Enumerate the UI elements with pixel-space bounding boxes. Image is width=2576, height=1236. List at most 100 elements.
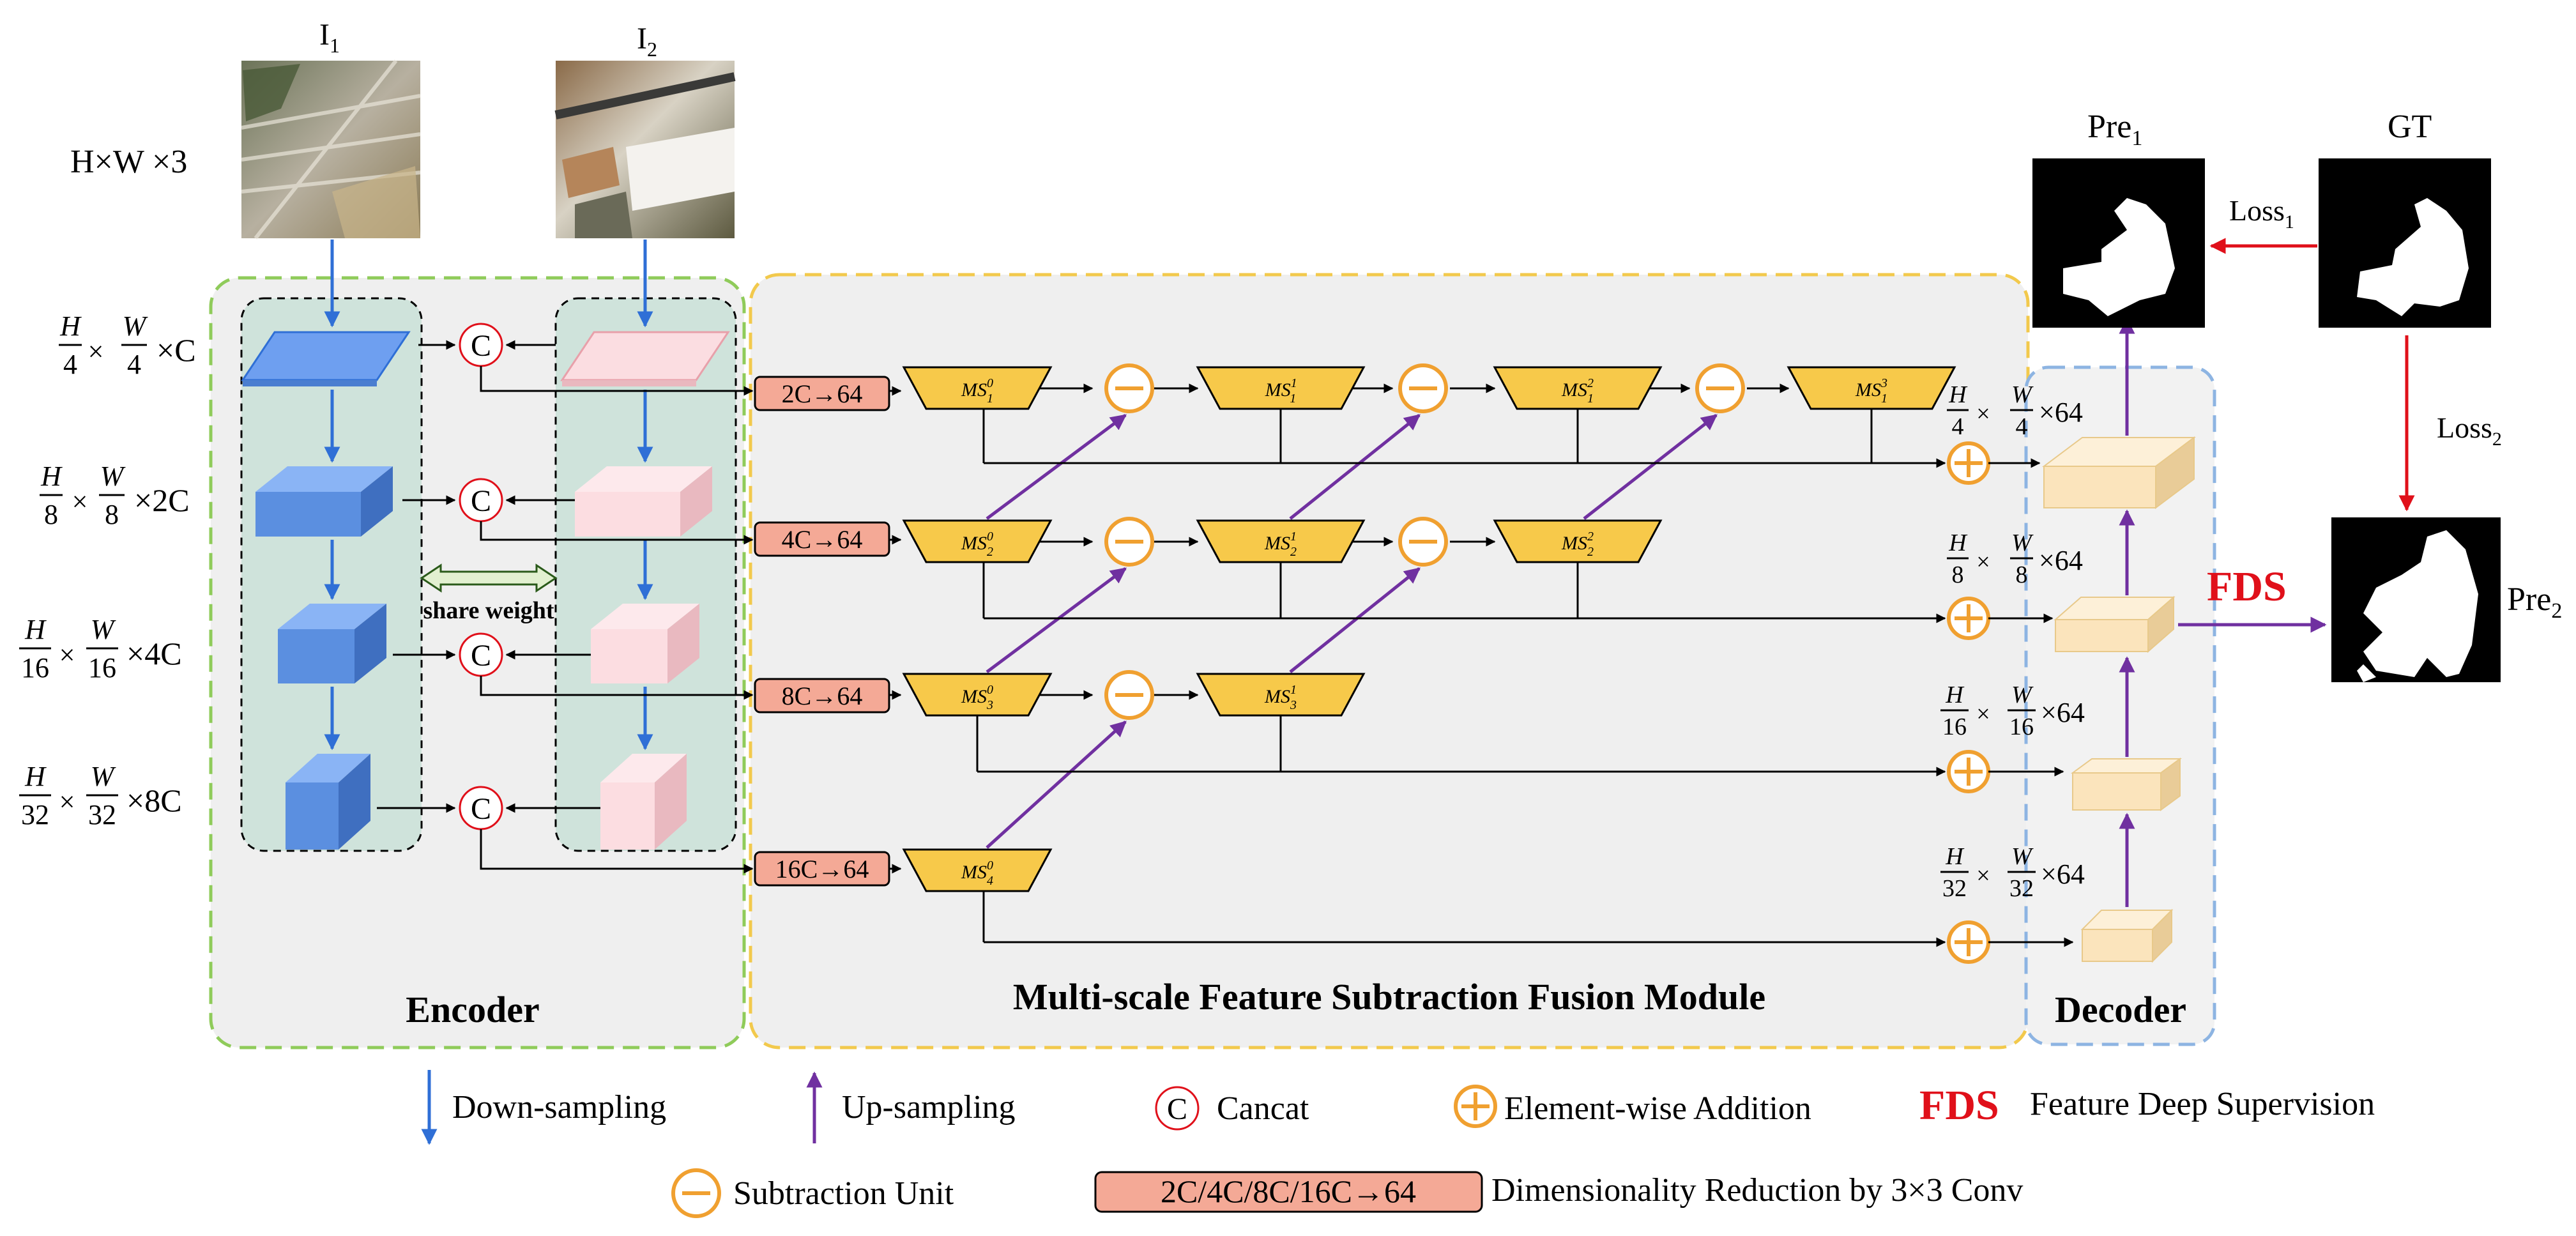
svg-text:32: 32 xyxy=(88,799,116,830)
scale-label-3: H 16 × W 16 ×4C xyxy=(19,614,182,683)
gt-label: GT xyxy=(2388,109,2432,145)
svg-text:4: 4 xyxy=(127,349,141,380)
decoder-feature-4 xyxy=(2080,908,2174,963)
downsample-arrows xyxy=(324,240,653,751)
svg-text:H: H xyxy=(59,310,82,342)
legend-up-label: Up-sampling xyxy=(842,1089,1016,1125)
decoder-title: Decoder xyxy=(2055,989,2186,1030)
share-weight-arrow xyxy=(420,563,558,593)
svg-text:8: 8 xyxy=(44,499,58,530)
subtraction-minus-signs xyxy=(1115,386,1734,697)
svg-text:16: 16 xyxy=(2009,713,2034,740)
svg-text:32: 32 xyxy=(2009,875,2034,902)
svg-text:16C→64: 16C→64 xyxy=(775,855,869,883)
subtraction-units xyxy=(1104,363,1745,720)
svg-text:16: 16 xyxy=(21,652,49,683)
svg-text:16: 16 xyxy=(1942,713,1967,740)
svg-text:×4C: ×4C xyxy=(126,636,182,671)
decoder-feature-3 xyxy=(2070,758,2183,811)
svg-text:C: C xyxy=(471,484,491,518)
svg-text:×64: ×64 xyxy=(2041,697,2085,728)
concat-node-2: C xyxy=(459,478,503,523)
svg-text:H: H xyxy=(1945,843,1965,870)
legend: Down-sampling Up-sampling C Cancat Eleme… xyxy=(421,1070,2375,1218)
concat-node-1: C xyxy=(459,323,503,367)
svg-text:×64: ×64 xyxy=(2039,397,2083,428)
svg-text:2C/4C/8C/16C→64: 2C/4C/8C/16C→64 xyxy=(1161,1173,1416,1209)
scale-label-4: H 32 × W 32 ×8C xyxy=(19,761,182,830)
pre1-label: Pre1 xyxy=(2087,109,2142,150)
decoder-scale-label-2: H 8 × W 8 ×64 xyxy=(1947,530,2083,588)
svg-text:32: 32 xyxy=(21,799,49,830)
concat-arrows xyxy=(377,340,600,813)
scale-label-1: H 4 × W 4 ×C xyxy=(59,310,196,380)
encoder-feature-i2-1 xyxy=(560,331,730,386)
legend-add-icon xyxy=(1454,1085,1497,1128)
svg-text:H: H xyxy=(24,761,47,792)
svg-text:C: C xyxy=(471,792,491,826)
svg-text:×64: ×64 xyxy=(2039,545,2083,576)
svg-text:H: H xyxy=(1948,381,1968,408)
svg-text:×: × xyxy=(88,336,104,367)
reduce-box-1: 2C→64 xyxy=(754,376,890,411)
input-image-i2 xyxy=(554,61,736,238)
legend-sub-label: Subtraction Unit xyxy=(733,1175,954,1212)
svg-text:×: × xyxy=(1976,549,1990,576)
legend-add-label: Element-wise Addition xyxy=(1504,1090,1811,1127)
svg-text:×C: ×C xyxy=(156,332,196,368)
addition-to-decoder-arrows xyxy=(1988,458,2074,947)
svg-text:4: 4 xyxy=(63,349,77,380)
svg-text:H: H xyxy=(1948,530,1968,556)
svg-text:4C→64: 4C→64 xyxy=(782,525,863,554)
svg-text:32: 32 xyxy=(1942,875,1967,902)
svg-text:16: 16 xyxy=(88,652,116,683)
svg-text:W: W xyxy=(100,461,126,492)
svg-text:W: W xyxy=(123,310,148,342)
addition-plus-signs xyxy=(1955,449,1983,956)
legend-fds-icon: FDS xyxy=(1919,1082,1999,1129)
pre1-mask xyxy=(2032,158,2205,328)
reduce-box-3: 8C→64 xyxy=(754,678,890,713)
decoder-module xyxy=(2024,365,2216,1046)
encoder-title: Encoder xyxy=(406,989,539,1030)
svg-text:×: × xyxy=(1976,401,1990,427)
reduce-box-2: 4C→64 xyxy=(754,521,890,557)
legend-concat-label: Cancat xyxy=(1217,1090,1309,1127)
aggregation-arrows xyxy=(1916,458,1946,947)
input-i1-label: I1 xyxy=(319,18,340,57)
encoder-feature-i1-3 xyxy=(278,604,386,683)
svg-text:8C→64: 8C→64 xyxy=(782,682,863,710)
svg-text:×: × xyxy=(59,786,75,818)
ms-flow-arrows xyxy=(1040,383,1790,700)
fds-label: FDS xyxy=(2207,563,2287,610)
svg-text:W: W xyxy=(2011,682,2034,708)
aggregation-lines xyxy=(976,409,1942,943)
msfsf-title: Multi-scale Feature Subtraction Fusion M… xyxy=(1013,976,1765,1018)
encoder-feature-i2-4 xyxy=(600,754,687,850)
legend-reduce-label: Dimensionality Reduction by 3×3 Conv xyxy=(1491,1172,2023,1209)
svg-text:W: W xyxy=(91,761,116,792)
encoder-feature-i2-3 xyxy=(591,604,699,683)
legend-concat-icon: C xyxy=(1155,1086,1200,1131)
legend-sub-icon xyxy=(671,1168,721,1218)
svg-text:H: H xyxy=(40,461,63,492)
svg-text:8: 8 xyxy=(2016,561,2028,588)
decoder-scale-label-3: H 16 × W 16 ×64 xyxy=(1940,682,2085,740)
svg-text:C: C xyxy=(471,329,491,363)
concat-node-3: C xyxy=(459,632,503,677)
encoder-feature-i1-4 xyxy=(286,754,370,850)
encoder-feature-i2-2 xyxy=(575,466,712,537)
decoder-feature-2 xyxy=(2054,595,2176,653)
svg-text:W: W xyxy=(91,614,116,645)
svg-text:W: W xyxy=(2011,530,2034,556)
svg-text:C: C xyxy=(1167,1092,1187,1126)
legend-down-label: Down-sampling xyxy=(452,1089,666,1125)
